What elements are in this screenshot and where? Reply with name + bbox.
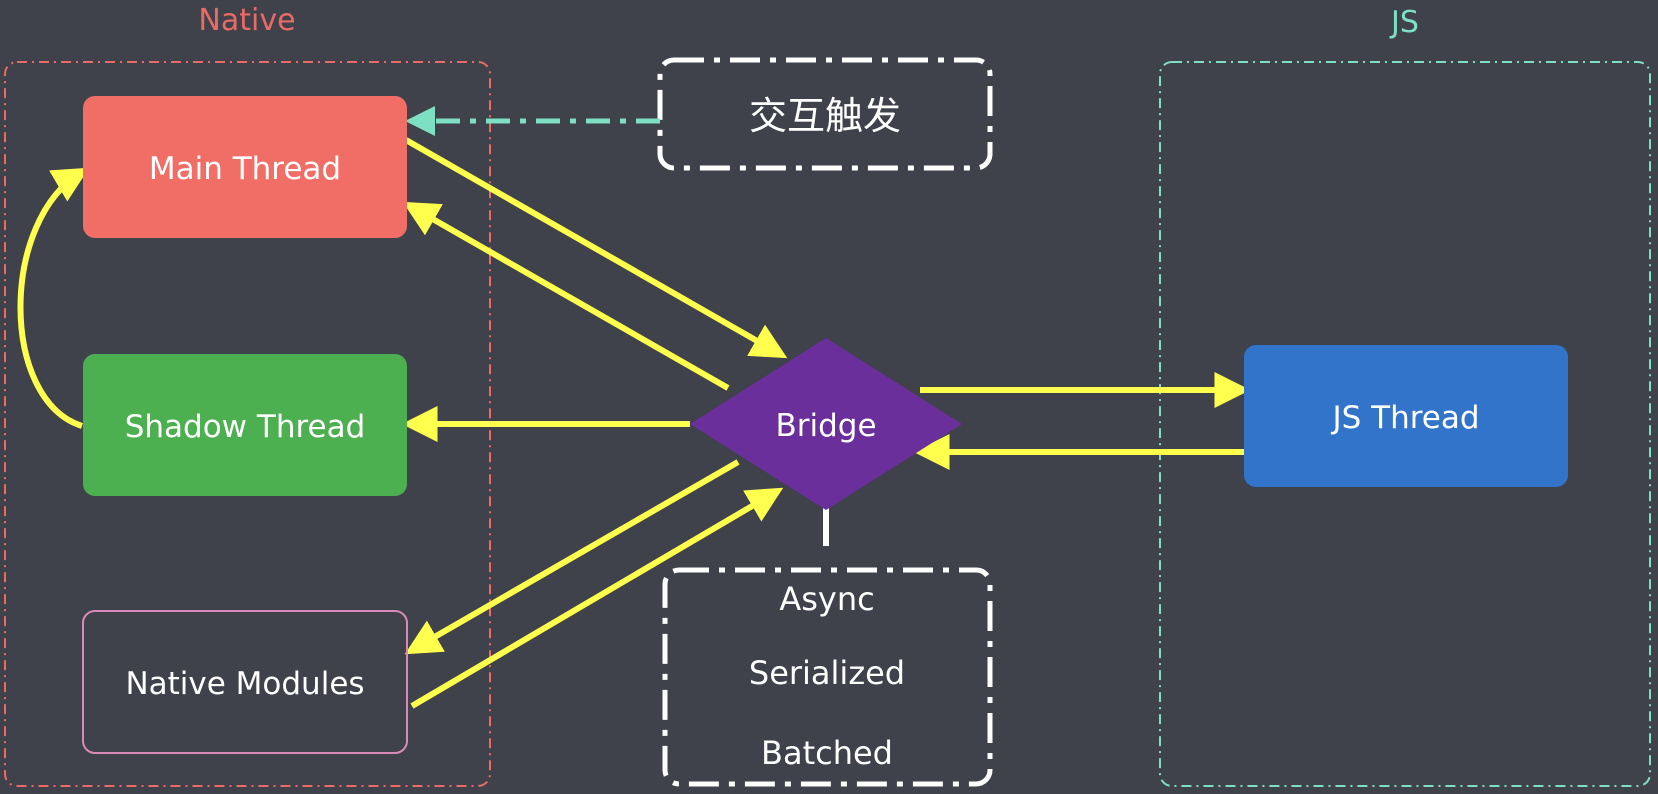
js-group-label: JS: [1389, 5, 1419, 40]
interaction-trigger-note: 交互触发: [657, 57, 993, 171]
bridge-prop-async: Async: [779, 580, 874, 618]
js-thread-box: [1244, 345, 1568, 487]
js-thread-label: JS Thread: [1330, 400, 1479, 436]
bridge-diamond: [690, 338, 962, 510]
bridge-properties-note: Async Serialized Batched: [662, 508, 993, 787]
shadow-thread-label: Shadow Thread: [125, 409, 366, 445]
interaction-trigger-border: [657, 57, 993, 171]
native-group-label: Native: [198, 3, 295, 38]
native-modules-node: Native Modules: [82, 610, 408, 754]
arrow-bridge-to-main-thread: [402, 201, 730, 391]
shadow-thread-box: [83, 354, 407, 496]
bridge-label: Bridge: [775, 408, 876, 444]
native-modules-label: Native Modules: [125, 666, 364, 702]
bridge-prop-batched: Batched: [761, 734, 893, 772]
js-thread-node: JS Thread: [1244, 345, 1568, 487]
main-thread-box: [83, 96, 407, 238]
main-thread-label: Main Thread: [149, 151, 341, 187]
arrow-shadow-to-main-curve: [17, 167, 90, 429]
bridge-node: Bridge: [690, 338, 962, 510]
main-thread-node: Main Thread: [83, 96, 407, 238]
arrow-main-thread-to-bridge: [404, 137, 788, 359]
interaction-trigger-label: 交互触发: [749, 94, 901, 138]
native-modules-box: [82, 610, 408, 754]
arrows: [17, 106, 1251, 709]
arrow-native-modules-to-bridge: [410, 487, 784, 709]
arrow-bridge-to-native-modules: [404, 459, 740, 655]
js-group: JS: [1159, 5, 1651, 787]
bridge-properties-border: [662, 567, 993, 787]
bridge-prop-serialized: Serialized: [749, 654, 905, 692]
shadow-thread-node: Shadow Thread: [83, 354, 407, 496]
js-group-border: [1159, 61, 1651, 787]
